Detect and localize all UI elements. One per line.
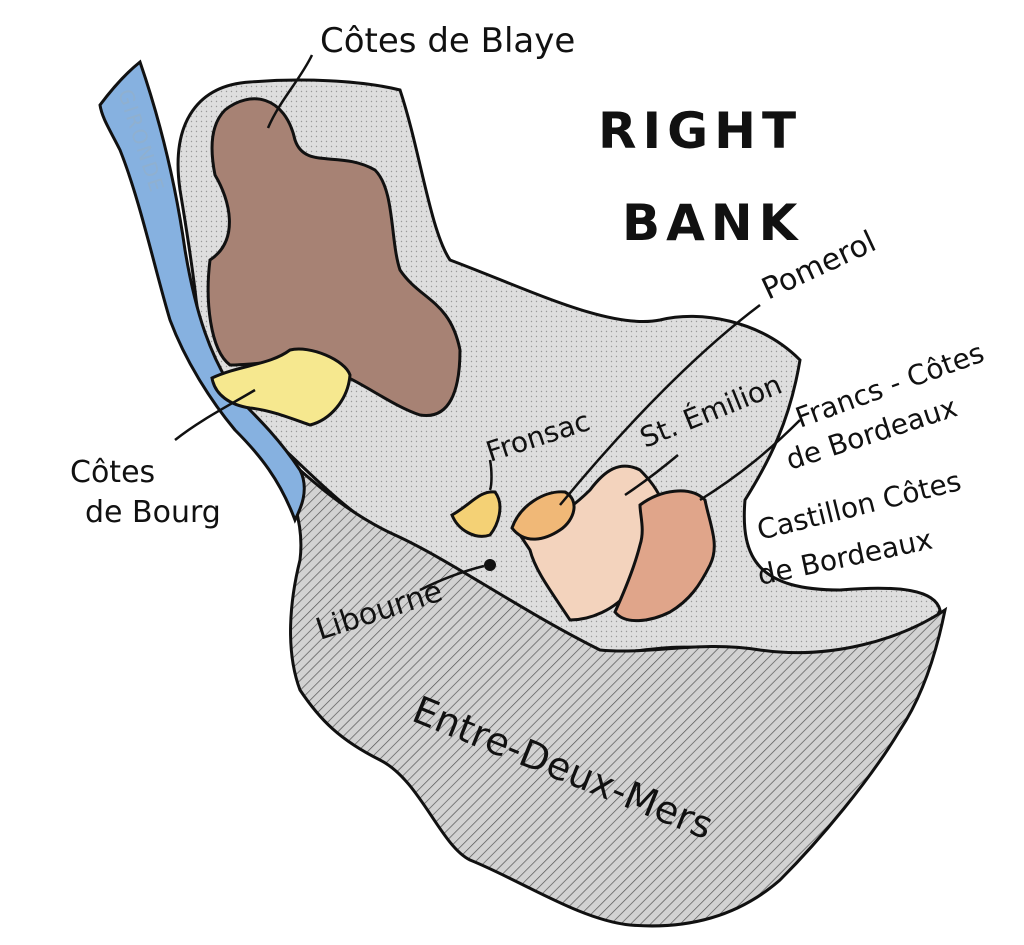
fronsac-region (450, 490, 502, 538)
label-cotes-de-bourg-1: Côtes (70, 455, 155, 490)
castillon-region (613, 489, 716, 623)
libourne-marker (484, 559, 496, 571)
label-castillon-1: Castillon Côtes (754, 464, 965, 547)
title-right: RIGHT (598, 102, 802, 160)
pomerol-region (510, 490, 576, 541)
entre-deux-mers-area (253, 428, 948, 928)
label-cotes-de-bourg-2: de Bourg (85, 495, 221, 530)
cotes-de-bourg-region (210, 347, 352, 427)
label-cotes-de-blaye: Côtes de Blaye (320, 21, 575, 61)
cotes-de-blaye-region (206, 97, 462, 418)
leader-lines (174, 54, 801, 592)
gironde-river (98, 59, 306, 524)
title-bank: BANK (622, 194, 803, 252)
